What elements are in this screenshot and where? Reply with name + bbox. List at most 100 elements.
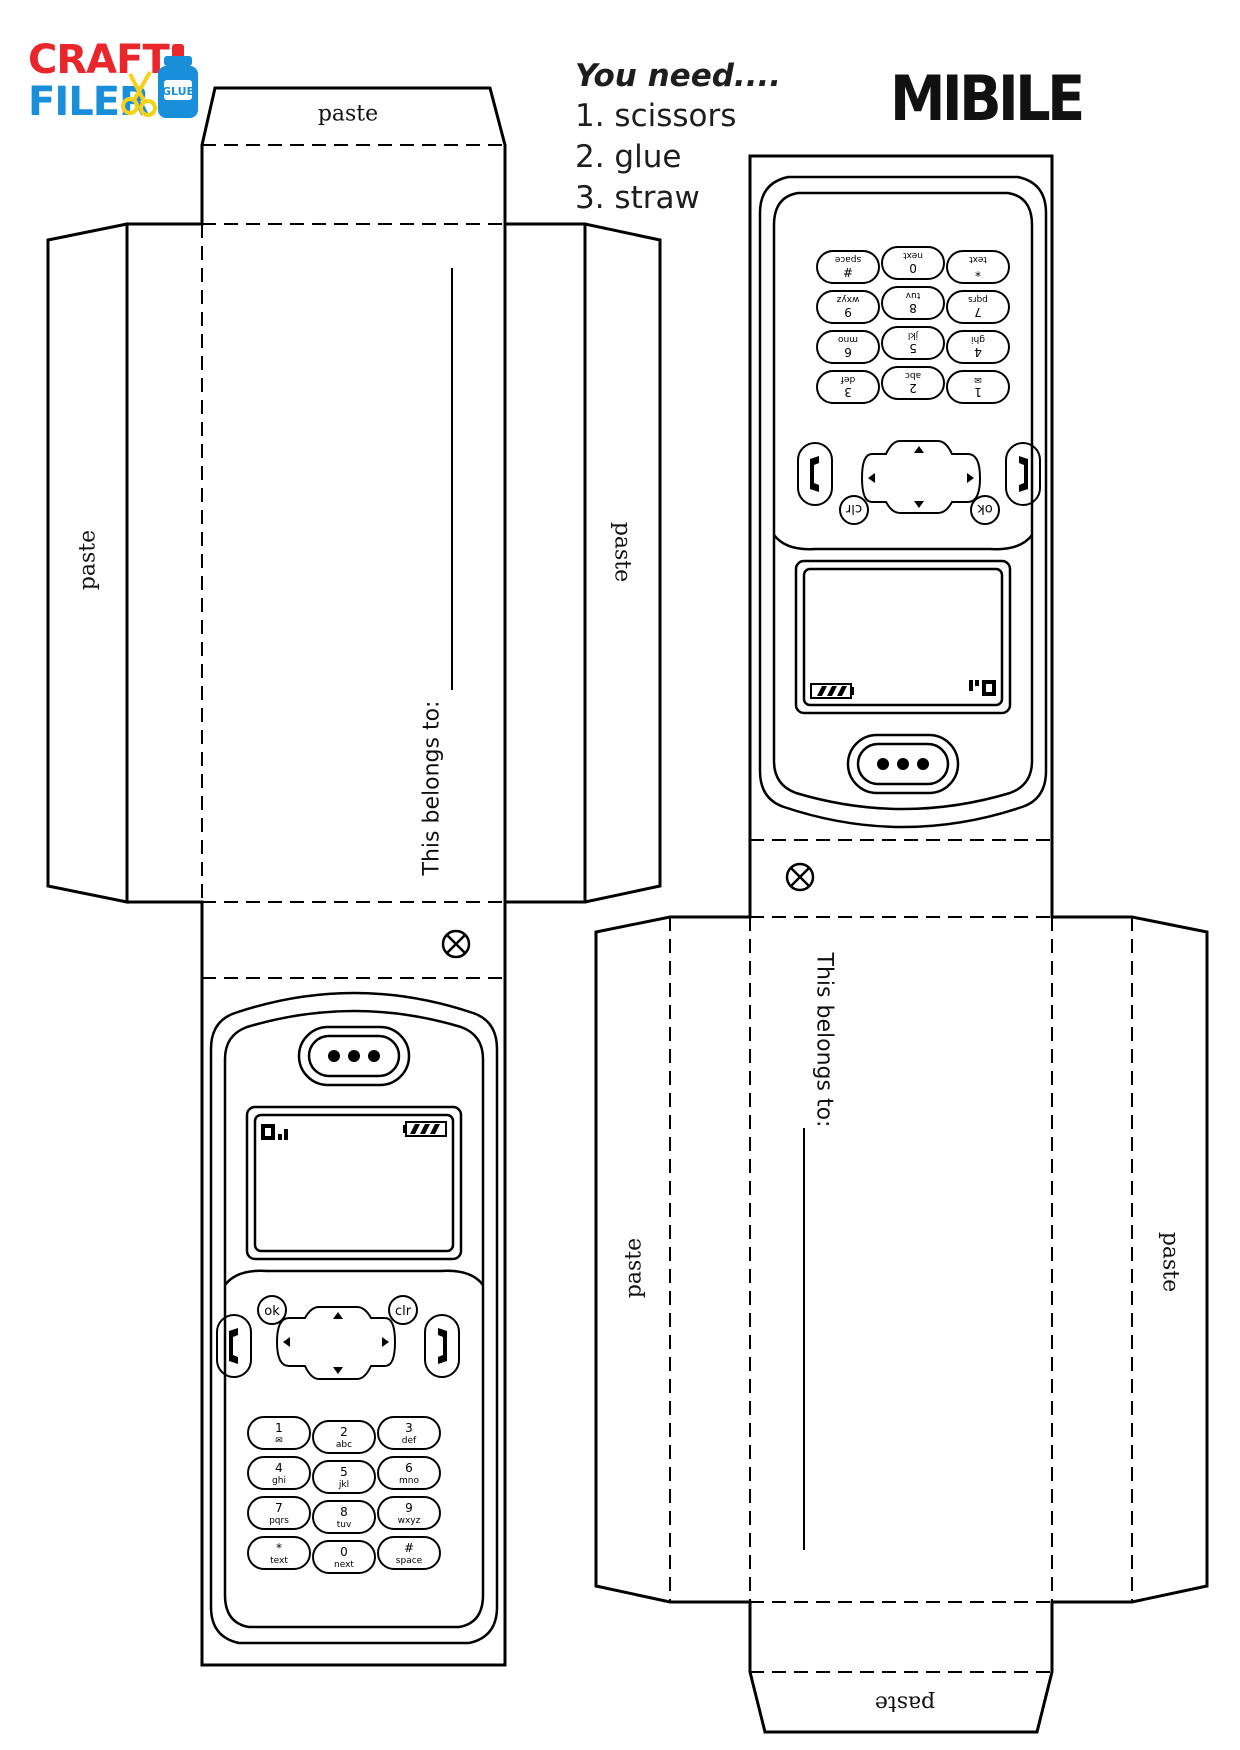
- key-letters: next: [334, 1560, 354, 1570]
- phone-screen: [794, 559, 1012, 715]
- logo-line-craft: CRAFT: [28, 37, 170, 83]
- dpad-icon[interactable]: [860, 440, 982, 514]
- key-number: 5: [340, 1465, 348, 1479]
- end-call-icon[interactable]: [424, 1314, 460, 1378]
- paste-label-bottom: paste: [874, 1690, 936, 1716]
- key-letters: def: [840, 374, 855, 384]
- key-letters: mno: [399, 1476, 419, 1486]
- key-number: 8: [340, 1505, 348, 1519]
- clr-label: clr: [845, 501, 862, 516]
- key-hash-button[interactable]: #space: [377, 1536, 441, 1570]
- speaker-icon: [297, 1025, 411, 1087]
- phone-face-front: ok clr 1✉2abc3def4ghi5jkl6mno7pqrs8tuv9w…: [209, 991, 499, 1645]
- key-letters: tuv: [905, 290, 920, 300]
- key-number: 0: [909, 261, 917, 275]
- ok-label: ok: [264, 1304, 280, 1319]
- key-letters: space: [834, 254, 861, 264]
- clr-button[interactable]: clr: [388, 1295, 418, 1325]
- key-number: 2: [340, 1425, 348, 1439]
- key-number: 1: [974, 385, 982, 399]
- supplies-title: You need....: [575, 58, 782, 94]
- ok-button[interactable]: ok: [257, 1295, 287, 1325]
- battery-icon: [810, 683, 854, 699]
- key-letters: text: [270, 1556, 288, 1566]
- key-star-button[interactable]: *text: [247, 1536, 311, 1570]
- key-letters: abc: [905, 370, 921, 380]
- paste-label-left-lower: paste: [621, 1237, 647, 1299]
- supply-item-glue: 2. glue: [575, 139, 682, 175]
- key-letters: ✉: [974, 374, 982, 384]
- key-letters: jkl: [908, 330, 919, 340]
- key-number: 3: [844, 385, 852, 399]
- key-number: 2: [909, 381, 917, 395]
- dpad-icon[interactable]: [275, 1306, 397, 1380]
- key-letters: abc: [336, 1440, 352, 1450]
- key-number: 7: [974, 305, 982, 319]
- key-number: 7: [275, 1501, 283, 1515]
- end-call-icon[interactable]: [797, 442, 833, 506]
- key-letters: ✉: [275, 1436, 283, 1446]
- key-letters: ghi: [971, 334, 985, 344]
- battery-icon: [403, 1121, 447, 1137]
- key-1-button[interactable]: 1✉: [946, 370, 1010, 404]
- brand-title: MIBILE: [890, 62, 1085, 135]
- key-letters: jkl: [338, 1480, 349, 1490]
- paste-label-top: paste: [317, 101, 379, 127]
- signal-icon: [261, 1124, 288, 1140]
- scissors-icon: [121, 71, 157, 117]
- key-number: 1: [275, 1421, 283, 1435]
- call-icon[interactable]: [216, 1314, 252, 1378]
- key-number: *: [276, 1541, 282, 1555]
- key-number: 4: [275, 1461, 283, 1475]
- key-letters: def: [402, 1436, 417, 1446]
- key-number: #: [404, 1541, 414, 1555]
- ok-button[interactable]: ok: [970, 495, 1000, 525]
- supply-item-scissors: 1. scissors: [575, 98, 737, 134]
- ok-label: ok: [977, 501, 993, 516]
- phone-screen: [245, 1105, 463, 1261]
- key-number: 9: [844, 305, 852, 319]
- key-star-button[interactable]: *text: [946, 250, 1010, 284]
- key-letters: space: [396, 1556, 423, 1566]
- key-letters: tuv: [337, 1520, 352, 1530]
- phone-body: [758, 175, 1048, 829]
- circle-x-icon: [785, 862, 815, 892]
- key-1-button[interactable]: 1✉: [247, 1416, 311, 1450]
- logo-line-filer: FILER: [28, 79, 150, 125]
- key-number: #: [843, 265, 853, 279]
- key-number: *: [975, 265, 981, 279]
- clr-button[interactable]: clr: [839, 495, 869, 525]
- key-number: 8: [909, 301, 917, 315]
- key-hash-button[interactable]: #space: [816, 250, 880, 284]
- key-number: 9: [405, 1501, 413, 1515]
- key-number: 3: [405, 1421, 413, 1435]
- key-letters: ghi: [272, 1476, 286, 1486]
- glue-bottle-icon: GLUE: [158, 44, 198, 118]
- call-icon[interactable]: [1005, 442, 1041, 506]
- key-letters: mno: [838, 334, 858, 344]
- key-number: 0: [340, 1545, 348, 1559]
- phone-body: [209, 991, 499, 1645]
- key-letters: pqrs: [269, 1516, 289, 1526]
- paste-label-right: paste: [609, 521, 635, 583]
- supply-item-straw: 3. straw: [575, 180, 700, 216]
- key-letters: text: [969, 254, 987, 264]
